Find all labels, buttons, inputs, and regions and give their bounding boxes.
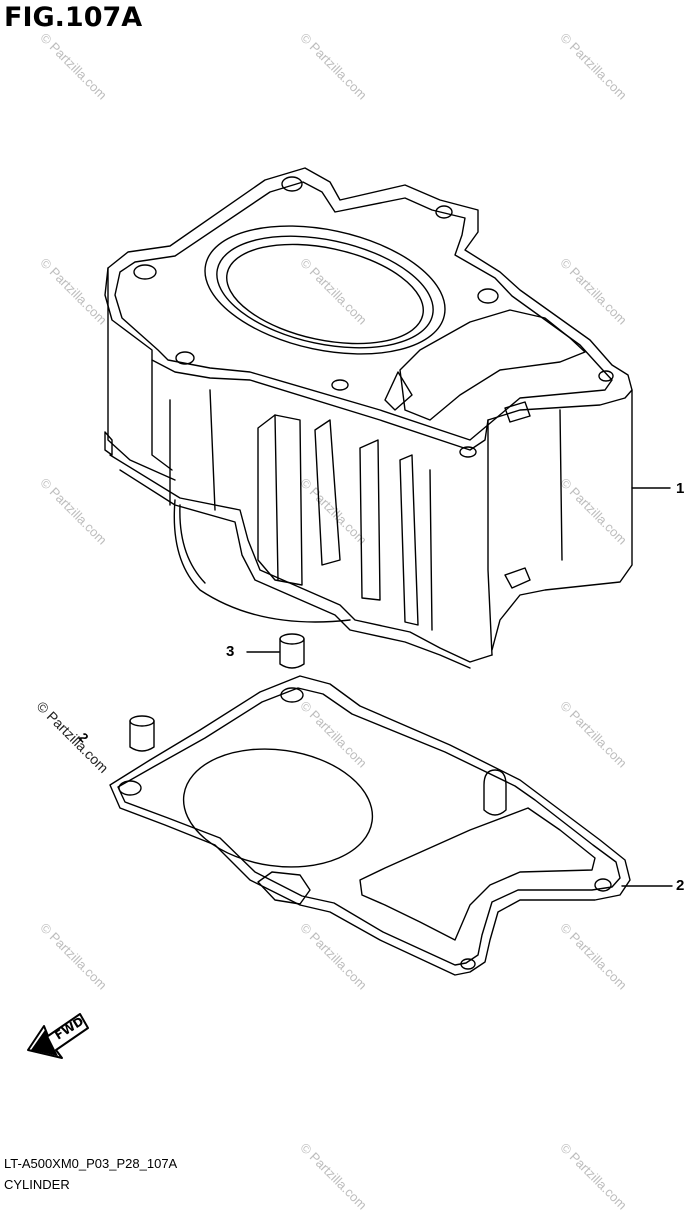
cylinder-block <box>104 167 633 669</box>
dowel-pin-lower <box>129 715 155 752</box>
figure-caption: CYLINDER <box>4 1177 70 1192</box>
callout-3: 3 <box>226 643 235 660</box>
forward-direction-arrow: FWD <box>27 1013 89 1059</box>
drawing-code: LT-A500XM0_P03_P28_107A <box>4 1156 178 1171</box>
callout-1: 1 <box>676 480 685 497</box>
fwd-label: FWD <box>52 1014 86 1043</box>
cylinder-base-gasket <box>109 675 631 976</box>
callout-2: 2 <box>676 877 685 894</box>
figure-title: FIG.107A <box>4 2 143 33</box>
dowel-pin-upper <box>279 633 305 669</box>
